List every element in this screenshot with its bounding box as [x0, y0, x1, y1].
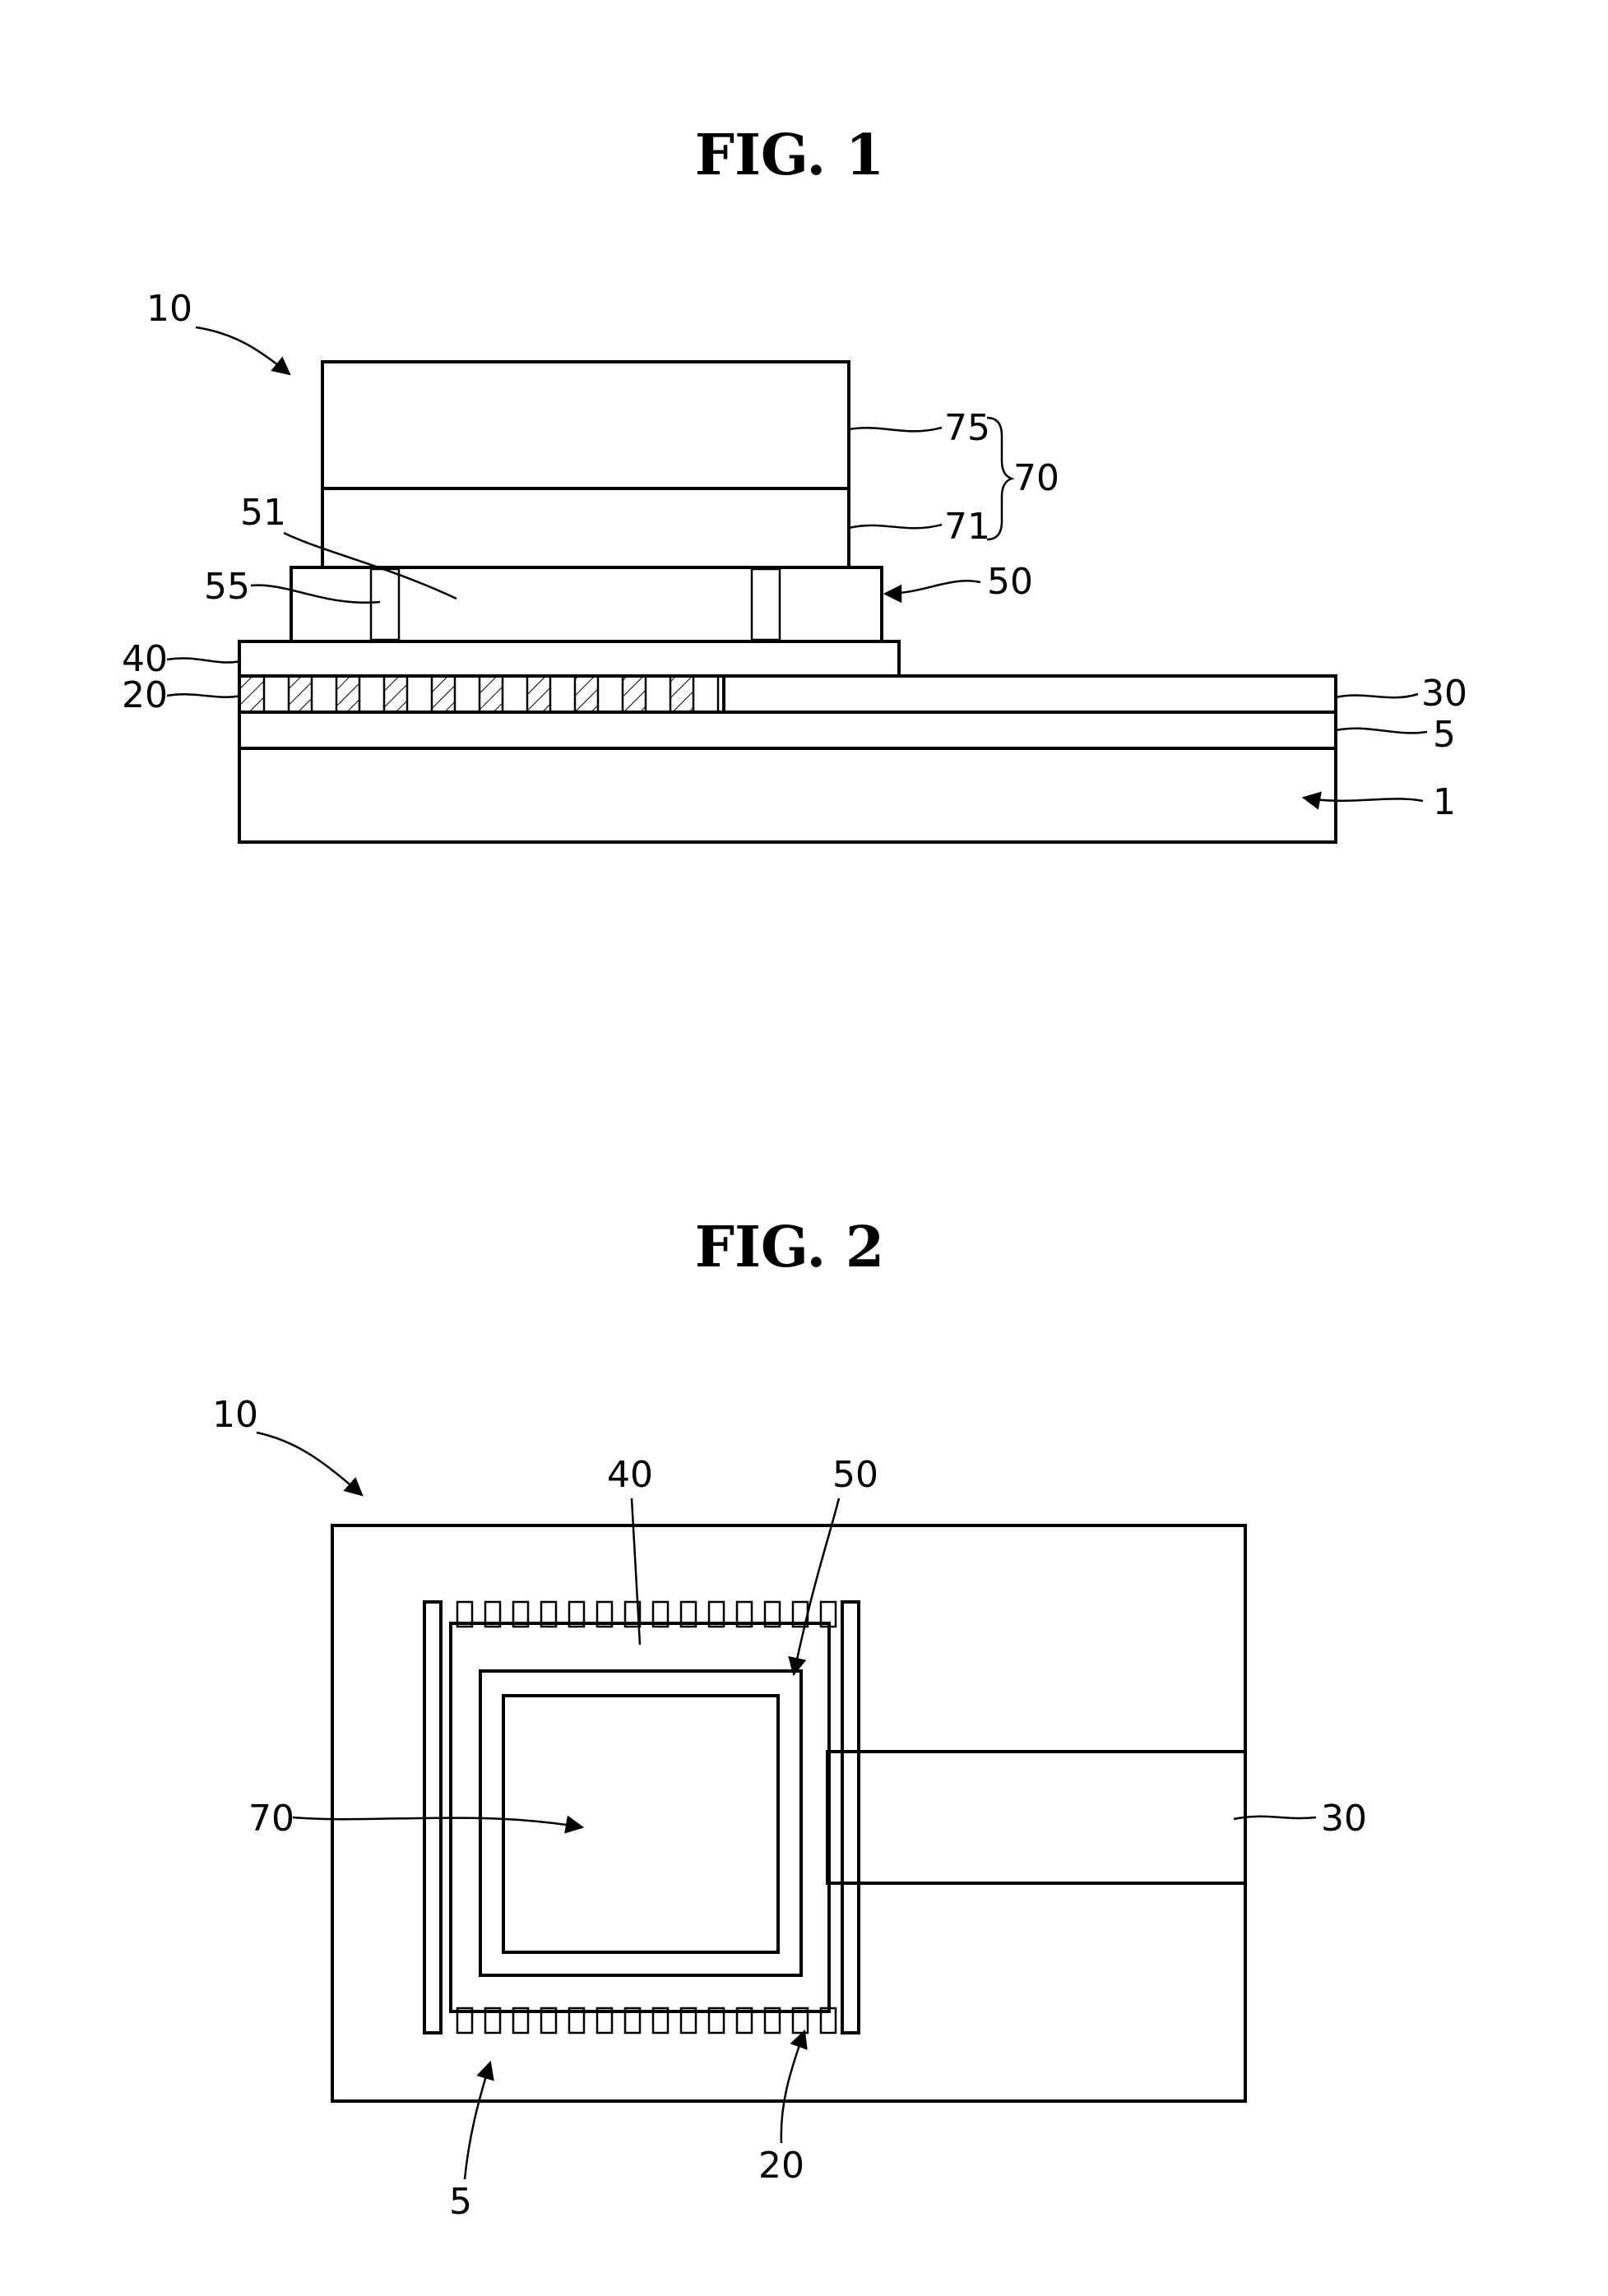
substrate-1	[239, 748, 1336, 842]
figure-1-title: FIG. 1	[695, 123, 884, 188]
leader-5	[465, 2062, 490, 2179]
label-30: 30	[1321, 1798, 1367, 1840]
comb-electrode-20	[239, 676, 724, 712]
label-71: 71	[944, 506, 990, 548]
label-1: 1	[1433, 781, 1456, 823]
leader-1	[1304, 798, 1423, 801]
label-55: 55	[204, 566, 250, 608]
label-75: 75	[944, 407, 990, 449]
leader-30	[1336, 694, 1418, 697]
electrode-30	[724, 676, 1336, 712]
label-40: 40	[607, 1454, 653, 1496]
label-5: 5	[449, 2181, 472, 2223]
stack-70	[503, 1696, 778, 1952]
label-10: 10	[146, 288, 192, 330]
leader-20	[167, 694, 241, 697]
label-10: 10	[212, 1394, 258, 1436]
leader-50	[885, 581, 980, 594]
label-30: 30	[1421, 673, 1467, 715]
label-70: 70	[248, 1798, 294, 1840]
label-20: 20	[758, 2145, 804, 2187]
label-20: 20	[122, 674, 168, 716]
layer-5	[239, 712, 1336, 748]
leader-10	[196, 327, 290, 374]
leader-71	[849, 525, 942, 528]
leader-20	[781, 2031, 804, 2143]
label-51: 51	[240, 492, 286, 534]
leader-40	[167, 658, 241, 662]
figure-1: FIG. 1	[122, 123, 1467, 842]
layer-71	[322, 488, 849, 567]
layer-75	[322, 362, 849, 488]
layer-40	[239, 641, 899, 676]
layer-50	[291, 567, 882, 641]
figure-2-title: FIG. 2	[695, 1215, 884, 1280]
layer-50	[480, 1671, 801, 1975]
label-50: 50	[987, 561, 1033, 603]
label-50: 50	[832, 1454, 878, 1496]
leader-55	[251, 586, 380, 603]
label-70: 70	[1013, 457, 1059, 499]
separator-right	[752, 569, 780, 640]
leader-5	[1336, 729, 1427, 734]
leader-70	[293, 1817, 582, 1827]
label-5: 5	[1433, 714, 1456, 756]
separator-left	[371, 569, 399, 640]
figure-2: FIG. 2	[212, 1215, 1367, 2223]
brace-70	[987, 418, 1012, 539]
leader-10	[257, 1433, 362, 1495]
leader-75	[849, 428, 942, 431]
